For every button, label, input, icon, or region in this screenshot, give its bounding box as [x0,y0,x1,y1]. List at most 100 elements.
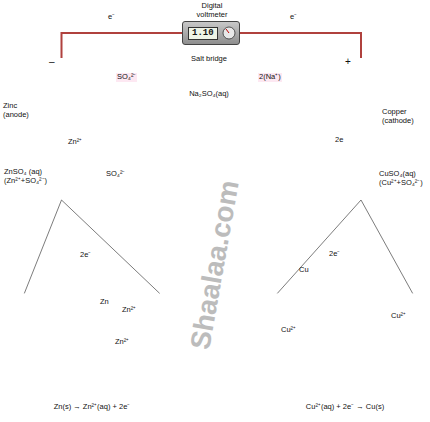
ion-label: Cu²⁺ [391,312,406,321]
zinc-atom [41,265,51,275]
zinc-atom [62,286,72,296]
copper-atom [375,303,385,313]
solution-label: ZnSO₄ (aq) (Zn²⁺+SO₄²⁻) [3,168,53,185]
zinc-atom [62,349,72,359]
copper-atom [375,324,385,334]
zinc-half-cell-beaker-shape [52,108,160,222]
copper-atom [344,334,354,344]
copper-atom [365,271,375,281]
zinc-atom [73,286,83,296]
copper-atom [365,292,375,302]
copper-atom [333,313,343,323]
copper-atom [312,292,322,302]
copper-atom [375,292,385,302]
zinc-rod [57,58,66,200]
magnifier-leader [24,200,159,293]
copper-atom [323,271,333,281]
copper-atom [323,292,333,302]
ion-label: SO₄²⁻ [106,170,125,179]
zinc-atom [57,276,67,286]
watermark: Shaalaa.com [186,178,243,351]
salt-bridge-gel [96,78,322,176]
zinc-atom [62,307,72,317]
zinc-atom [78,318,88,328]
ion-label: 2(Na⁺) [258,73,282,82]
copper-atom [333,303,343,313]
ion-label: SO₄²⁻ [116,73,137,82]
zinc-atom [52,328,62,338]
copper-atom [323,313,333,323]
electrode-label: Zinc (anode) [3,102,35,119]
copper-atom [333,282,343,292]
copper-rod [356,58,366,200]
polarity-sign: + [345,56,351,68]
copper-half-cell-beaker: CuSO₄(aq) (Cu²⁺+SO₄²⁻)2e [262,108,376,222]
ion-flow-arrow [67,151,80,154]
copper-atom [375,313,385,323]
zinc-atom [52,265,62,275]
salt-bridge-wall [96,78,322,176]
half-reaction-equation: Cu²⁺(aq) + 2e⁻ → Cu(s) [306,403,384,412]
voltmeter-pointer [226,29,229,33]
copper-ion [392,299,402,309]
ion-label: Zn²⁺ [68,138,82,147]
ion-label: Zn²⁺ [115,338,129,347]
zinc-atom [52,286,62,296]
solution-label: CuSO₄(aq) (Cu²⁺+SO₄²⁻) [378,170,427,187]
electron-label: e⁻ [290,13,297,22]
zinc-atom [41,328,51,338]
ion-label: Zn²⁺ [122,306,136,315]
zinc-atom [67,339,77,349]
copper-atom [312,313,322,323]
copper-atom [354,313,364,323]
copper-atom [354,334,364,344]
external-wire [240,33,361,58]
external-wire [62,33,183,58]
polarity-sign: – [49,56,55,68]
copper-atom [312,282,322,292]
copper-atom [312,303,322,313]
electron-flow-arrow [303,18,321,19]
copper-atom [365,334,375,344]
zinc-atom [57,297,67,307]
zinc-atom [78,297,88,307]
ion-flow-arrow [140,78,154,79]
zinc-atom [67,318,77,328]
copper-atom [333,334,343,344]
copper-atom [365,324,375,334]
voltmeter-box: Digital voltmeter1.10 [182,21,240,45]
copper-atom [375,334,385,344]
copper-electrode-shape [356,58,366,200]
copper-atom [323,303,333,313]
salt-bridge-tube-shape [88,70,330,176]
magnified-view [273,246,417,390]
beaker-glass [52,108,160,222]
copper-atom [375,271,385,281]
zinc-ion [103,337,113,347]
beaker-rim [259,106,379,108]
electron-label: 2e⁻ [80,251,91,260]
copper-half-cell-beaker-shape [262,108,376,222]
deposit-site [312,271,322,281]
anode-zoom-circle-shape [20,246,164,390]
copper-atom [354,282,364,292]
copper-atom [323,334,333,344]
electron-label: e⁻ [108,13,115,22]
zinc-half-cell-beaker: ZnSO₄ (aq) (Zn²⁺+SO₄²⁻)Zn²⁺SO₄²⁻ [52,108,160,222]
ion-label: Cu²⁺ [281,326,296,335]
copper-atom [344,282,354,292]
zinc-atom [52,307,62,317]
beaker-rim [49,106,163,108]
zinc-atom [46,276,56,286]
copper-atom [354,303,364,313]
copper-atom [344,271,354,281]
device-label: Digital voltmeter [189,2,235,19]
copper-atom [375,282,385,292]
copper-atom [365,313,375,323]
electrode-label: Copper (cathode) [382,108,426,125]
zinc-electrode-shape [57,58,66,200]
zinc-atom [41,307,51,317]
voltmeter-knob [223,27,235,39]
atom-label: Cu [299,266,309,275]
copper-atom [344,292,354,302]
